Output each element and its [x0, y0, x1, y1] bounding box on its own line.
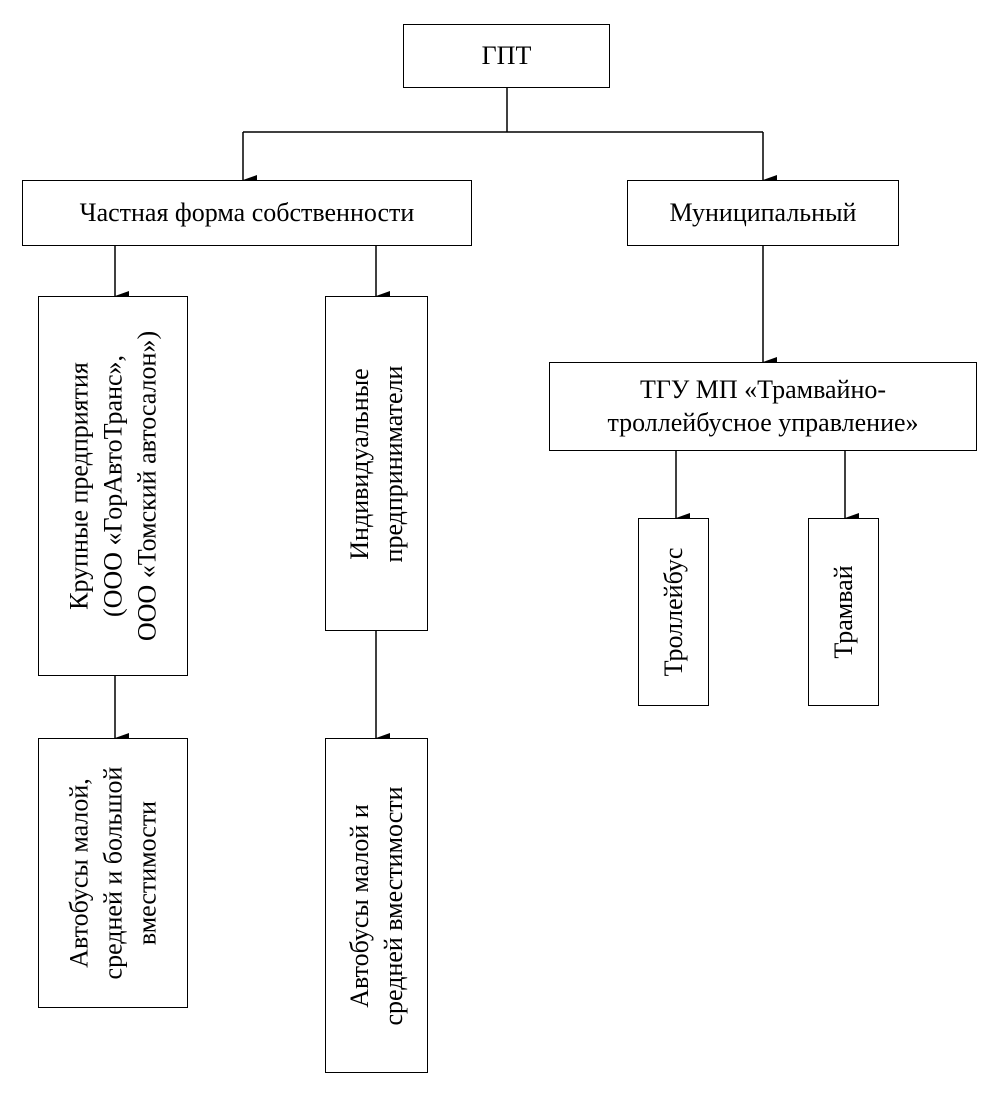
node-individual-entrepreneurs-text: Индивидуальные предприниматели: [343, 365, 411, 562]
node-root-label: ГПТ: [481, 40, 532, 70]
node-trolleybus: Троллейбус: [638, 518, 709, 706]
node-trolleybus-text: Троллейбус: [657, 548, 691, 677]
node-tram-label: Трамвай: [828, 565, 858, 659]
node-large-buses-line-2: средней и большой: [98, 766, 128, 980]
node-large-enterprises-line-3: ООО «Томский автосалон»): [131, 330, 161, 642]
node-individual-entrepreneurs: Индивидуальные предприниматели: [325, 296, 428, 631]
node-private-ownership-label: Частная форма собственности: [79, 197, 415, 227]
node-tgu-mp-line-1: ТГУ МП «Трамвайно-: [639, 375, 887, 404]
node-individual-entrepreneurs-line-1: Индивидуальные: [344, 367, 374, 560]
node-root: ГПТ: [403, 24, 610, 88]
node-tram-text: Трамвай: [827, 565, 861, 658]
node-large-buses-text: Автобусы малой, средней и большой вмести…: [62, 767, 163, 980]
node-large-buses-line-1: Автобусы малой,: [64, 778, 94, 968]
node-individual-buses: Автобусы малой и средней вместимости: [325, 738, 428, 1073]
node-individual-buses-line-1: Автобусы малой и: [344, 803, 374, 1008]
node-large-enterprises-text: Крупные предприятия (ООО «ГорАвтоТранс»,…: [62, 331, 163, 641]
node-private-ownership: Частная форма собственности: [22, 180, 472, 246]
node-trolleybus-label: Троллейбус: [658, 547, 688, 677]
node-municipal-label: Муниципальный: [669, 197, 857, 227]
node-individual-buses-text: Автобусы малой и средней вместимости: [343, 786, 411, 1025]
node-large-enterprises: Крупные предприятия (ООО «ГорАвтоТранс»,…: [38, 296, 188, 676]
node-individual-entrepreneurs-line-2: предприниматели: [378, 365, 408, 562]
node-individual-buses-line-2: средней вместимости: [378, 785, 408, 1026]
node-municipal: Муниципальный: [627, 180, 899, 246]
node-large-buses-line-3: вместимости: [131, 800, 161, 946]
node-large-enterprises-line-2: (ООО «ГорАвтоТранс»,: [98, 354, 128, 618]
node-large-enterprises-line-1: Крупные предприятия: [64, 362, 94, 610]
node-large-buses: Автобусы малой, средней и большой вмести…: [38, 738, 188, 1008]
node-tram: Трамвай: [808, 518, 879, 706]
node-tgu-mp: ТГУ МП «Трамвайно- троллейбусное управле…: [549, 362, 977, 451]
node-tgu-mp-line-2: троллейбусное управление»: [607, 407, 919, 437]
